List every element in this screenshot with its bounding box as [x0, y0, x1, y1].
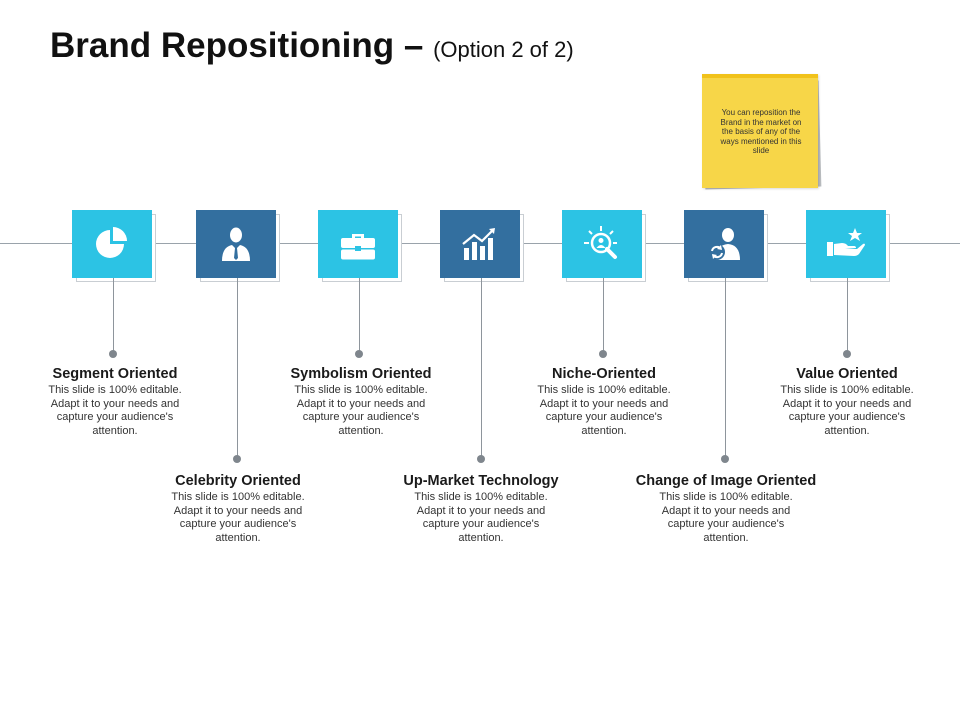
- item-upmarket: Up-Market Technology This slide is 100% …: [386, 473, 576, 545]
- search-person-icon: [584, 226, 617, 259]
- briefcase-icon: [341, 234, 375, 260]
- item-description: This slide is 100% editable. Adapt it to…: [414, 491, 548, 544]
- hand-star-icon: [827, 228, 865, 256]
- icon-box-celebrity: [196, 210, 280, 282]
- connector-symbolism: [359, 278, 360, 354]
- connector-celebrity: [237, 278, 238, 459]
- connector-dot-celebrity: [233, 455, 241, 463]
- item-title: Segment Oriented: [52, 366, 178, 382]
- sticky-note-paper: [702, 74, 818, 188]
- connector-change-image: [725, 278, 726, 459]
- connector-dot-segment: [109, 350, 117, 358]
- growth-chart-icon: [462, 228, 495, 260]
- connector-dot-upmarket: [477, 455, 485, 463]
- icon-box-segment: [72, 210, 156, 282]
- connector-upmarket: [481, 278, 482, 459]
- item-description: This slide is 100% editable. Adapt it to…: [294, 384, 428, 437]
- item-value: Value Oriented This slide is 100% editab…: [752, 366, 942, 438]
- item-description: This slide is 100% editable. Adapt it to…: [48, 384, 182, 437]
- item-celebrity: Celebrity Oriented This slide is 100% ed…: [143, 473, 333, 545]
- icon-box-upmarket: [440, 210, 524, 282]
- sticky-note: You can reposition the Brand in the mark…: [702, 74, 822, 190]
- connector-dot-symbolism: [355, 350, 363, 358]
- connector-dot-niche: [599, 350, 607, 358]
- icon-box-change-image: [684, 210, 768, 282]
- connector-dot-change-image: [721, 455, 729, 463]
- item-change-image: Change of Image Oriented This slide is 1…: [626, 473, 826, 545]
- businessman-icon: [222, 227, 250, 261]
- item-niche: Niche-Oriented This slide is 100% editab…: [509, 366, 699, 438]
- item-symbolism: Symbolism Oriented This slide is 100% ed…: [266, 366, 456, 438]
- item-description: This slide is 100% editable. Adapt it to…: [537, 384, 671, 437]
- title-main: Brand Repositioning –: [50, 26, 434, 65]
- page-title: Brand Repositioning – (Option 2 of 2): [50, 26, 574, 66]
- icon-box-niche: [562, 210, 646, 282]
- item-title: Value Oriented: [796, 366, 898, 382]
- connector-value: [847, 278, 848, 354]
- item-title: Symbolism Oriented: [290, 366, 432, 382]
- icon-box-value: [806, 210, 890, 282]
- person-refresh-icon: [709, 228, 740, 260]
- connector-niche: [603, 278, 604, 354]
- title-subtitle: (Option 2 of 2): [433, 37, 574, 62]
- item-description: This slide is 100% editable. Adapt it to…: [780, 384, 914, 437]
- pie-chart-icon: [96, 227, 127, 258]
- item-title: Up-Market Technology: [403, 473, 559, 489]
- connector-dot-value: [843, 350, 851, 358]
- item-segment: Segment Oriented This slide is 100% edit…: [20, 366, 210, 438]
- item-description: This slide is 100% editable. Adapt it to…: [659, 491, 793, 544]
- item-title: Niche-Oriented: [552, 366, 656, 382]
- item-description: This slide is 100% editable. Adapt it to…: [171, 491, 305, 544]
- item-title: Celebrity Oriented: [175, 473, 301, 489]
- icon-box-symbolism: [318, 210, 402, 282]
- connector-segment: [113, 278, 114, 354]
- sticky-note-text: You can reposition the Brand in the mark…: [720, 108, 802, 155]
- item-title: Change of Image Oriented: [635, 473, 817, 489]
